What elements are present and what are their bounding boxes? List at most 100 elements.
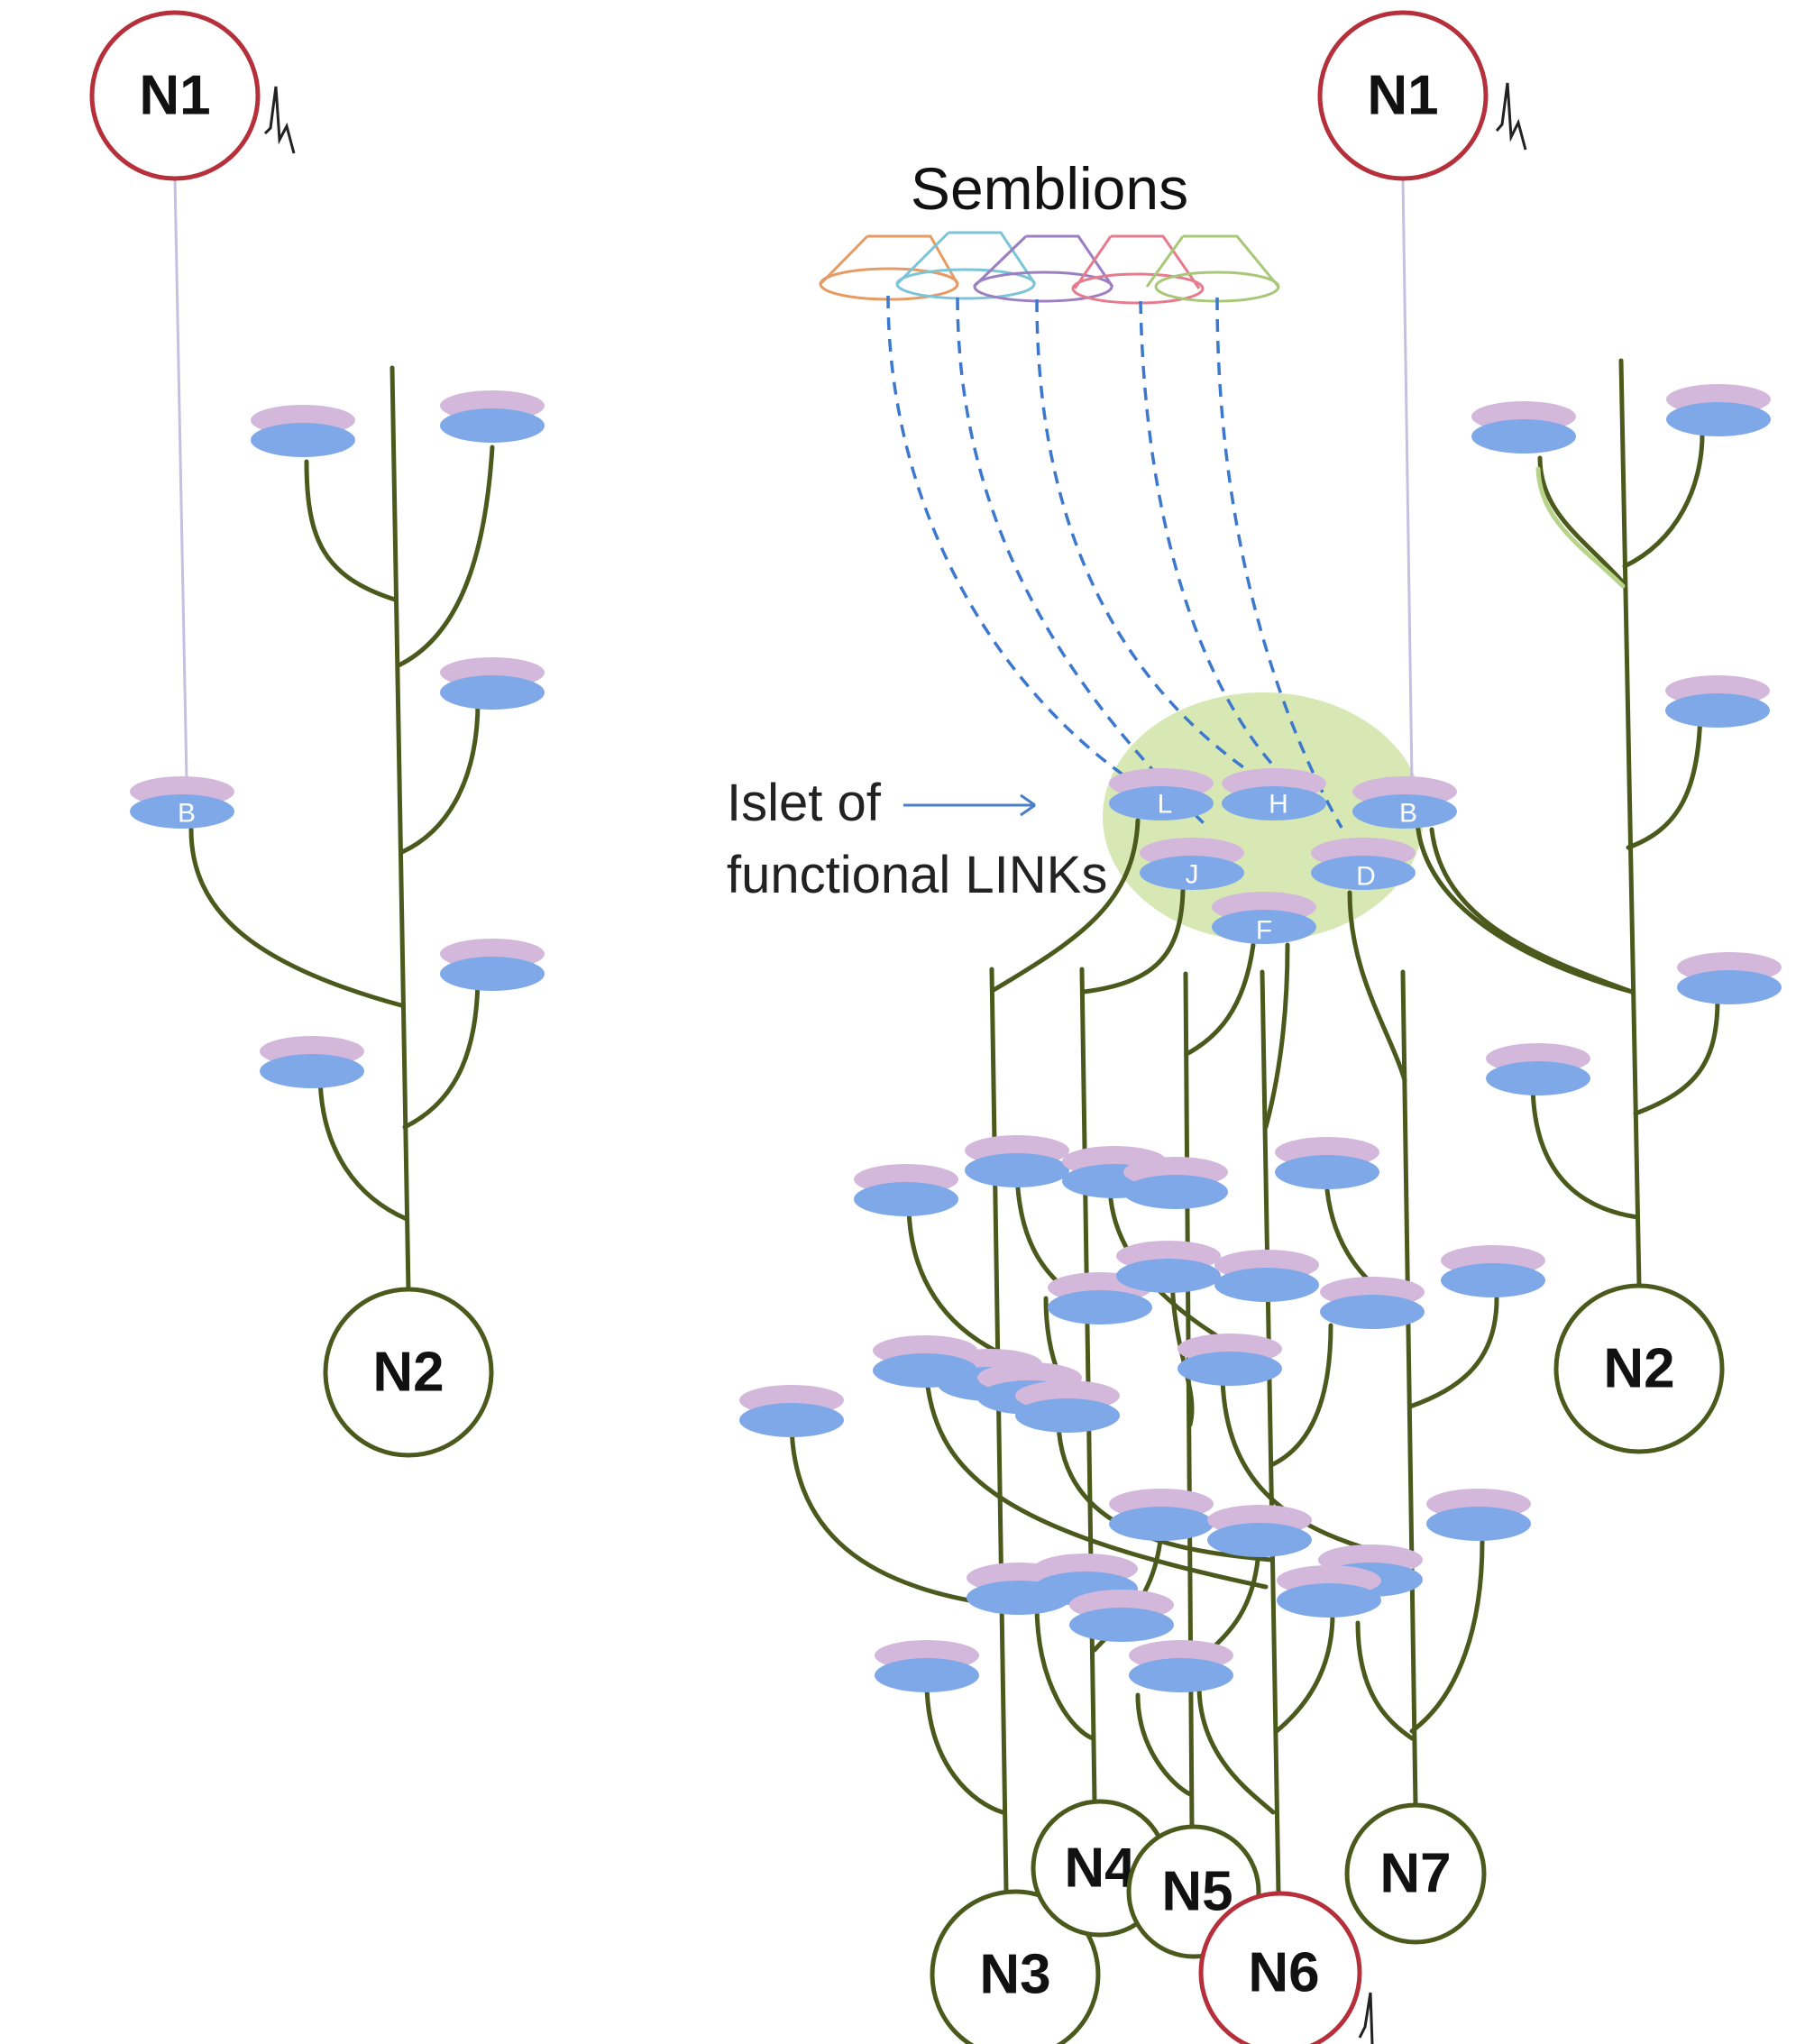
dendrite-branch: [1415, 820, 1635, 995]
dendrite-branch: [906, 1205, 998, 1353]
spike-icon: [263, 86, 296, 154]
synapse-l: L: [1109, 768, 1214, 820]
postsynaptic-spine: [1677, 970, 1782, 1004]
synapse-b-left: B: [130, 776, 234, 829]
axon-left: [173, 178, 188, 782]
synapse-label-b-left: B: [178, 799, 196, 829]
synapse: [873, 1335, 977, 1388]
synapse: [1486, 1043, 1590, 1095]
postsynaptic-spine: [1207, 1523, 1312, 1557]
dendrite-branch: [1537, 455, 1626, 585]
synapse: [1665, 675, 1770, 728]
neuron-n2-left: N2: [323, 1287, 494, 1458]
neuron-label: N1: [1367, 65, 1438, 127]
synapse: [1214, 1250, 1319, 1302]
synapse: [965, 1135, 1069, 1187]
neuron-label: N4: [1064, 1838, 1136, 1900]
neuron-n7: N7: [1344, 1802, 1487, 1945]
synapse: [1471, 401, 1576, 454]
synapse: [854, 1164, 958, 1216]
synapse: [1677, 952, 1782, 1004]
synapse-j: J: [1140, 838, 1244, 890]
postsynaptic-spine: [1048, 1290, 1152, 1324]
dendrite-branch: [1196, 1683, 1276, 1815]
neuron-label: N7: [1379, 1843, 1451, 1905]
dendrite-branch: [399, 699, 481, 855]
neuron-n1-right: N1: [1317, 10, 1489, 181]
dendrite-branch: [1135, 1692, 1193, 1797]
dendrite-branch: [389, 365, 411, 1294]
postsynaptic-spine: [440, 408, 545, 443]
dendrite-branch: [1633, 996, 1720, 1116]
dendrite-branch: [789, 1422, 1000, 1608]
neuron-label: N6: [1248, 1942, 1319, 2004]
synapse: [739, 1385, 844, 1437]
neuron-n3: N3: [930, 1889, 1101, 2044]
dendrite-branch: [924, 1683, 1005, 1815]
dendrite-branch: [1618, 358, 1642, 1288]
postsynaptic-spine: [1665, 693, 1770, 728]
axon-right: [1401, 178, 1414, 782]
synapse: [1116, 1241, 1221, 1293]
postsynaptic-spine: [1177, 1352, 1282, 1386]
semblion-cone: [1071, 234, 1205, 305]
postsynaptic-spine: [440, 957, 545, 991]
semblion-cone: [895, 231, 1037, 300]
dendrite-branch: [924, 1377, 1269, 1590]
postsynaptic-spine: [1116, 1259, 1221, 1293]
dendrite-branch: [1626, 701, 1703, 850]
neuron-label: N2: [372, 1342, 444, 1404]
postsynaptic-spine: [251, 423, 355, 457]
postsynaptic-spine: [1214, 1268, 1319, 1302]
postsynaptic-spine: [440, 675, 545, 710]
synapse: [1426, 1489, 1531, 1541]
postsynaptic-spine: [873, 1353, 977, 1388]
dendrite-branch: [1530, 1079, 1640, 1220]
synapse-group: [251, 384, 1782, 1692]
postsynaptic-spine: [854, 1182, 958, 1216]
dendrite-branch: [1429, 827, 1635, 995]
semblions-title: Semblions: [911, 155, 1188, 222]
postsynaptic-spine: [875, 1658, 979, 1692]
postsynaptic-spine: [1277, 1583, 1381, 1618]
dendrite-branch: [1535, 466, 1626, 589]
synapse: [1277, 1565, 1381, 1618]
postsynaptic-spine: [1426, 1507, 1531, 1541]
synapse-b-right: B: [1352, 776, 1457, 829]
dendrite-branch: [188, 827, 404, 1008]
postsynaptic-spine: [1320, 1295, 1425, 1329]
neuron-label: N1: [139, 65, 210, 127]
dendrite-branch: [1622, 432, 1705, 569]
postsynaptic-spine: [1069, 1608, 1174, 1642]
dendrite-branch: [1270, 1323, 1333, 1467]
neuron-n2-right: N2: [1553, 1283, 1725, 1454]
dendrite-branch: [1347, 890, 1407, 1083]
postsynaptic-spine: [1275, 1155, 1379, 1189]
synapse-label-f: F: [1256, 916, 1272, 946]
postsynaptic-spine: [1109, 1507, 1214, 1541]
synapse: [1207, 1505, 1312, 1557]
spike-icon: [1495, 82, 1527, 151]
synapse: [1015, 1380, 1120, 1433]
neuron-label: N3: [979, 1944, 1050, 2006]
synapse-h: H: [1222, 768, 1326, 820]
synapse: [440, 390, 545, 443]
synapse-f: F: [1212, 892, 1316, 946]
synapse-label-b-right: B: [1399, 799, 1417, 829]
dendrite-branch: [1400, 969, 1418, 1808]
synapse: [1666, 384, 1771, 436]
postsynaptic-spine: [1129, 1658, 1233, 1692]
postsynaptic-spine: [1123, 1175, 1228, 1209]
synapse: [1177, 1334, 1282, 1386]
synapse: [1129, 1640, 1233, 1692]
postsynaptic-spine: [1015, 1398, 1120, 1433]
postsynaptic-spine: [1441, 1263, 1545, 1297]
islet-label-line1: Islet of: [727, 774, 882, 832]
postsynaptic-spine: [739, 1403, 844, 1437]
postsynaptic-spine: [965, 1153, 1069, 1187]
synapse: [1320, 1277, 1425, 1329]
postsynaptic-spine: [260, 1054, 364, 1088]
dendrite-branch: [1274, 1611, 1335, 1734]
spike-icon: [1358, 1992, 1374, 2044]
